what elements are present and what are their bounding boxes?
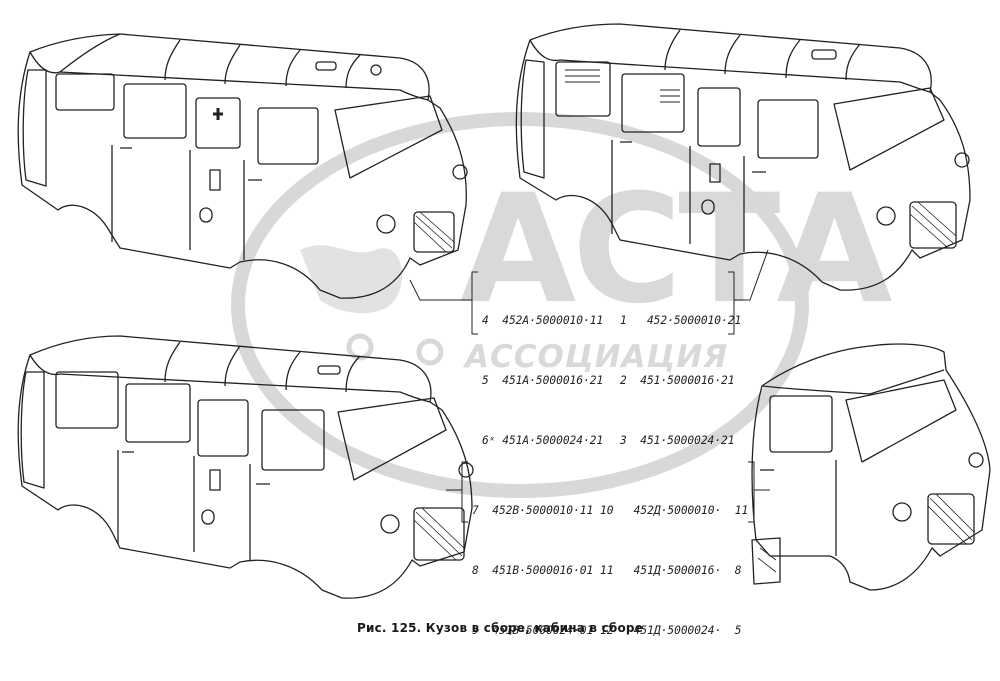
code-item: 11 451Д·5000016· 8: [600, 564, 742, 577]
figure-page: АСТА АССОЦИАЦИЯ: [17, 23, 991, 637]
codes-top-left: 4 452А·5000010·11 5 451А·5000016·21 6ˣ 4…: [482, 271, 603, 491]
watermark-subtitle: АССОЦИАЦИЯ: [465, 339, 729, 375]
code-item: 10 452Д·5000010· 11: [600, 504, 749, 517]
code-item: 1 452·5000010·21: [620, 314, 742, 327]
leader-lines: [409, 249, 770, 523]
vehicle-bus-van: [515, 23, 971, 291]
code-item: 12 451Д·5000024· 5: [600, 624, 742, 637]
vehicle-bus-passenger: [17, 335, 474, 599]
vehicle-cab-only: [751, 343, 991, 591]
code-item: 2 451·5000016·21: [620, 374, 735, 387]
codes-bottom-left: 7 452В·5000010·11 8 451В·5000016·01 9 45…: [472, 461, 593, 681]
figure-caption: Рис. 125. Кузов в сборе, кабина в сборе: [356, 621, 644, 635]
code-item: 6ˣ 451А·5000024·21: [482, 434, 604, 447]
code-item: 3 451·5000024·21: [620, 434, 735, 447]
codes-bottom-right: 10 452Д·5000010· 11 11 451Д·5000016· 8 1…: [600, 461, 748, 681]
code-item: 4 452А·5000010·11: [482, 314, 604, 327]
vehicle-bus-ambulance: [17, 33, 468, 299]
code-item: 9 451В·5000024·01: [472, 624, 594, 637]
watermark-emblem: [231, 112, 809, 498]
code-item: 7 452В·5000010·11: [472, 504, 594, 517]
codes-top-right: 1 452·5000010·21 2 451·5000016·21 3 451·…: [620, 271, 741, 491]
code-item: 8 451В·5000016·01: [472, 564, 594, 577]
line-drawing: [17, 23, 991, 599]
code-item: 5 451А·5000016·21: [482, 374, 604, 387]
